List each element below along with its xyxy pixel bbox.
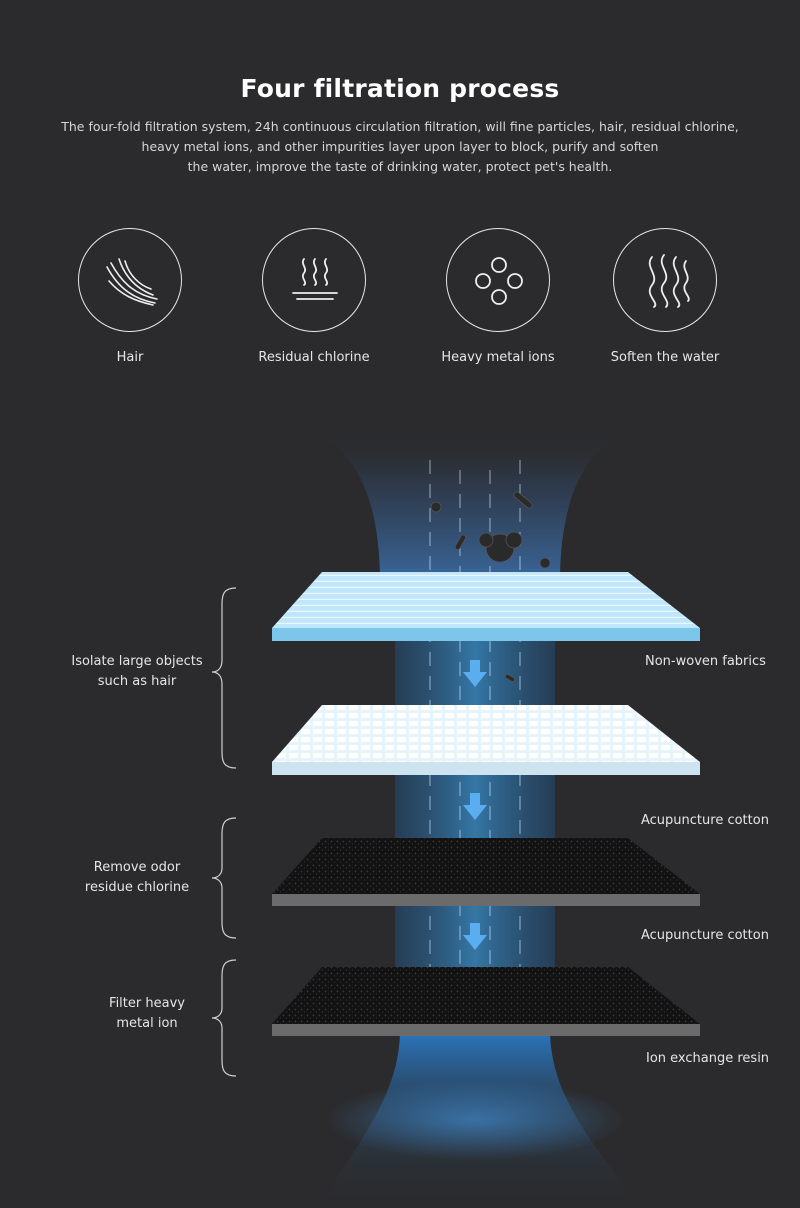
stage-label-line: Filter heavy <box>109 996 185 1011</box>
feature-label: Hair <box>116 350 144 365</box>
feature-hair: Hair <box>45 228 215 365</box>
layer-label: Acupuncture cotton <box>641 813 769 828</box>
layer-label: Acupuncture cotton <box>641 928 769 943</box>
feature-label: Soften the water <box>610 350 720 365</box>
feature-label: Residual chlorine <box>258 350 370 365</box>
layer-label: Non-woven fabrics <box>645 654 766 669</box>
layer-non-woven <box>272 572 700 641</box>
stage-label: Filter heavy metal ion <box>82 994 212 1034</box>
page-description: The four-fold filtration system, 24h con… <box>40 117 760 177</box>
chlorine-icon <box>262 228 366 332</box>
layer-acupuncture-cotton-2 <box>272 838 700 906</box>
flow-arrows <box>463 660 487 950</box>
layer-ion-exchange-resin <box>272 967 700 1036</box>
stage-label-line: metal ion <box>116 1016 178 1031</box>
feature-soft-water: Soften the water <box>580 228 750 365</box>
layer-acupuncture-cotton-1 <box>272 705 700 775</box>
down-arrow-icon <box>463 793 487 820</box>
layer-label: Ion exchange resin <box>646 1051 770 1066</box>
feature-chlorine: Residual chlorine <box>229 228 399 365</box>
soft-water-icon <box>613 228 717 332</box>
feature-label: Heavy metal ions <box>441 350 555 365</box>
description-line: heavy metal ions, and other impurities l… <box>141 139 659 154</box>
down-arrow-icon <box>463 923 487 950</box>
page-title: Four filtration process <box>240 74 560 103</box>
stage-label-line: Isolate large objects <box>71 654 203 669</box>
down-arrow-icon <box>463 660 487 687</box>
metal-ions-icon <box>446 228 550 332</box>
stage-label: Remove odor residue chlorine <box>62 858 212 898</box>
stage-label-line: Remove odor <box>93 860 181 875</box>
hair-icon <box>78 228 182 332</box>
description-line: The four-fold filtration system, 24h con… <box>61 119 739 134</box>
water-funnel-top <box>300 430 640 580</box>
feature-metal-ions: Heavy metal ions <box>413 228 583 365</box>
description-line: the water, improve the taste of drinking… <box>187 159 613 174</box>
stage-label: Isolate large objects such as hair <box>52 652 222 692</box>
stage-label-line: residue chlorine <box>84 880 190 895</box>
stage-braces <box>211 587 237 1077</box>
stage-label-line: such as hair <box>97 674 177 689</box>
filtration-diagram <box>211 430 700 1208</box>
